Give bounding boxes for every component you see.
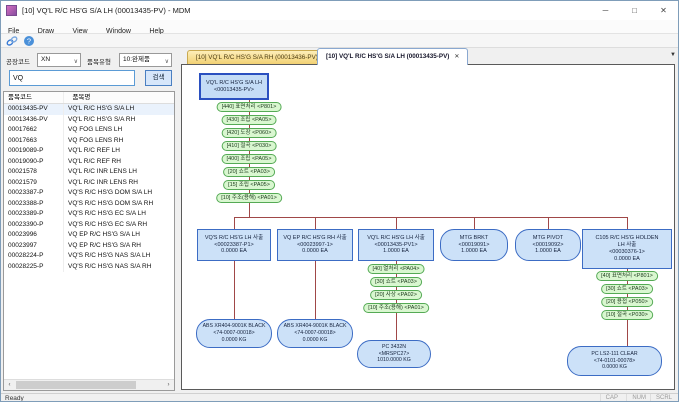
operation-node[interactable]: [410] 절곡 <P030>: [222, 141, 277, 151]
window-title: [10] VQ'L R/C HS'G S/A LH (00013435-PV) …: [22, 1, 190, 20]
tree-node[interactable]: VQ'L R/C HS'G LH 사출 <00013435-PV1> 1.000…: [358, 229, 434, 261]
list-item[interactable]: 00017662VQ FOG LENS LH: [4, 125, 174, 136]
tab-overflow-icon[interactable]: ▼: [670, 52, 676, 58]
tree-node[interactable]: MTG PIVOT <00019092> 1.0000 EA: [515, 229, 581, 261]
maximize-button[interactable]: □: [620, 1, 649, 20]
operation-node[interactable]: [20] 용접 <P050>: [601, 297, 653, 307]
connector-line: [396, 217, 397, 229]
horizontal-scrollbar[interactable]: ‹ ›: [4, 379, 174, 390]
operation-node[interactable]: [30] 쇼트 <PA03>: [370, 277, 422, 287]
column-header-name[interactable]: 품목명: [68, 92, 168, 103]
help-icon[interactable]: ?: [23, 35, 35, 47]
list-item[interactable]: 00021579VQ'L R/C INR LENS RH: [4, 178, 174, 189]
operation-node[interactable]: [10] 주조(용해) <PA01>: [216, 193, 282, 203]
list-rows: 00013435-PVVQ'L R/C HS'G S/A LH 00013436…: [4, 104, 174, 272]
list-item[interactable]: 00028225-PVQ'S R/C HS'G NAS S/A RH: [4, 262, 174, 273]
operation-node[interactable]: [30] 쇼트 <PA03>: [601, 284, 653, 294]
tab-lh-document[interactable]: [10] VQ'L R/C HS'G S/A LH (00013435-PV)✕: [317, 48, 468, 65]
connector-line: [234, 217, 235, 229]
list-item[interactable]: 00023387-PVQ'S R/C HS'G DOM S/A LH: [4, 188, 174, 199]
scroll-lock-indicator: SCRL: [650, 394, 672, 402]
tree-leaf-node[interactable]: PC 3432N <MRSPC27> 1010.0000 KG: [357, 340, 431, 368]
operation-node[interactable]: [440] 표면처리 <P801>: [217, 102, 282, 112]
toolbar: ?: [1, 34, 678, 48]
tree-node[interactable]: VQ EP R/C HS'G RH 사출 <00023997-1> 0.0000…: [277, 229, 353, 261]
operation-node[interactable]: [400] 조립 <PA05>: [222, 154, 277, 164]
operation-node[interactable]: [10] 절곡 <P030>: [601, 310, 653, 320]
status-text: Ready: [5, 394, 24, 402]
item-type-label: 품목유형: [87, 56, 111, 66]
column-header-code[interactable]: 품목코드: [4, 92, 64, 103]
item-list: 품목코드 품목명 00013435-PVVQ'L R/C HS'G S/A LH…: [3, 91, 175, 391]
operation-node[interactable]: [20] 사상 <PA02>: [370, 290, 422, 300]
tree-node[interactable]: C105 R/C HS'G HOLDEN LH 사출 <00030376-1> …: [582, 229, 672, 269]
search-panel: 공장코드 XN ∨ 품목유형 10:완제품 ∨ 검색 품목코드 품목명 0001…: [1, 48, 177, 393]
operation-node[interactable]: [15] 조립 <PA05>: [223, 180, 275, 190]
tab-bar: [10] VQ'L R/C HS'G S/A RH (00013436-PV) …: [179, 48, 679, 64]
connector-line: [315, 261, 316, 319]
operation-node[interactable]: [10] 주조(용해) <PA01>: [363, 303, 429, 313]
connector-line: [234, 217, 628, 218]
close-button[interactable]: ✕: [649, 1, 678, 20]
list-item[interactable]: 00023388-PVQ'S R/C HS'G DOM S/A RH: [4, 199, 174, 210]
tab-rh-document[interactable]: [10] VQ'L R/C HS'G S/A RH (00013436-PV): [187, 50, 327, 64]
operation-node[interactable]: [420] 도장 <P060>: [222, 128, 277, 138]
minimize-button[interactable]: ─: [591, 1, 620, 20]
menu-bar: File Draw View Window Help: [1, 20, 678, 34]
link-icon[interactable]: [6, 35, 18, 47]
tree-node-root[interactable]: VQ'L R/C HS'G S/A LH <00013435-PV>: [199, 73, 269, 100]
connector-line: [315, 217, 316, 229]
scrollbar-thumb[interactable]: [16, 381, 136, 389]
list-item[interactable]: 00023996VQ EP R/C HS'G S/A LH: [4, 230, 174, 241]
list-item[interactable]: 00021578VQ'L R/C INR LENS LH: [4, 167, 174, 178]
tree-leaf-node[interactable]: PC LS2-111 CLEAR <74-0101-00078> 0.0000 …: [567, 346, 662, 376]
status-bar: Ready CAP NUM SCRL: [1, 393, 678, 402]
list-header[interactable]: 품목코드 품목명: [4, 92, 174, 104]
chevron-down-icon: ∨: [74, 56, 78, 68]
list-item[interactable]: 00017663VQ FOG LENS RH: [4, 136, 174, 147]
operation-node[interactable]: [20] 쇼트 <PA03>: [223, 167, 275, 177]
tree-node[interactable]: VQ'S R/C HS'G LH 사출 <00023387-P1> 0.0000…: [197, 229, 271, 261]
search-button[interactable]: 검색: [145, 70, 172, 86]
connector-line: [548, 217, 549, 229]
chevron-down-icon: ∨: [165, 56, 169, 68]
operation-node[interactable]: [40] 열처리 <PA04>: [368, 264, 425, 274]
app-icon: [6, 5, 17, 16]
list-item[interactable]: 00028224-PVQ'S R/C HS'G NAS S/A LH: [4, 251, 174, 262]
factory-code-label: 공장코드: [6, 56, 30, 66]
list-item[interactable]: 00019089-PVQ'L R/C REF LH: [4, 146, 174, 157]
tree-leaf-node[interactable]: ABS XR404-9001K BLACK <74-0007-00018> 0.…: [277, 319, 353, 348]
list-item[interactable]: 00023390-PVQ'S R/C HS'G EC S/A RH: [4, 220, 174, 231]
connector-line: [627, 217, 628, 229]
tree-node[interactable]: MTG BRKT <00019091> 1.0000 EA: [440, 229, 508, 261]
list-item[interactable]: 00023997VQ EP R/C HS'G S/A RH: [4, 241, 174, 252]
bom-diagram-canvas[interactable]: VQ'L R/C HS'G S/A LH <00013435-PV> [440]…: [181, 64, 675, 390]
list-item[interactable]: 00013436-PVVQ'L R/C HS'G S/A RH: [4, 115, 174, 126]
title-bar[interactable]: [10] VQ'L R/C HS'G S/A LH (00013435-PV) …: [1, 1, 678, 20]
connector-line: [234, 261, 235, 319]
num-lock-indicator: NUM: [626, 394, 646, 402]
list-item[interactable]: 00013435-PVVQ'L R/C HS'G S/A LH: [4, 104, 174, 115]
scroll-left-arrow[interactable]: ‹: [4, 380, 15, 390]
tree-leaf-node[interactable]: ABS XR404-9001K BLACK <74-0007-00018> 0.…: [196, 319, 272, 348]
factory-code-select[interactable]: XN ∨: [37, 53, 81, 67]
search-input[interactable]: [9, 70, 135, 86]
caps-lock-indicator: CAP: [600, 394, 618, 402]
connector-line: [474, 217, 475, 229]
svg-text:?: ?: [27, 37, 31, 46]
scroll-right-arrow[interactable]: ›: [163, 380, 174, 390]
item-type-select[interactable]: 10:완제품 ∨: [119, 53, 172, 67]
tab-close-icon[interactable]: ✕: [454, 49, 459, 65]
operation-node[interactable]: [430] 조립 <PA05>: [222, 115, 277, 125]
operation-node[interactable]: [40] 표면처리 <P801>: [596, 271, 658, 281]
list-item[interactable]: 00019090-PVQ'L R/C REF RH: [4, 157, 174, 168]
list-item[interactable]: 00023389-PVQ'S R/C HS'G EC S/A LH: [4, 209, 174, 220]
